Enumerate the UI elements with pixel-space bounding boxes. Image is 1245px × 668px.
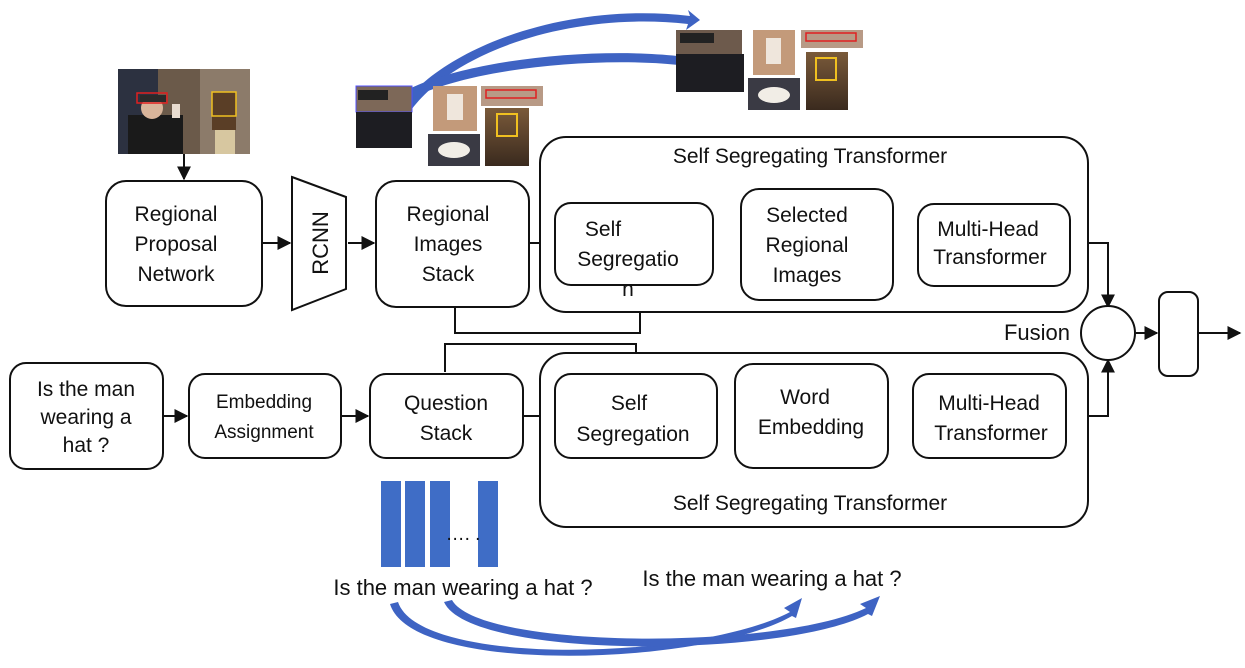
rpn-line2: Proposal (135, 233, 218, 256)
rpn-box: Regional Proposal Network (105, 180, 263, 307)
selected-line3: Images (773, 264, 842, 287)
question-line2: wearing a (39, 406, 131, 429)
rpn-line3: Network (137, 263, 215, 286)
sentence-right: Is the man wearing a hat ? (642, 566, 901, 591)
output-classifier-box (1158, 291, 1199, 377)
selected-line2: Regional (766, 234, 849, 257)
self-segregation-bottom-box: Self Segregation (554, 373, 718, 459)
embedding-assignment-box: Embedding Assignment (188, 373, 342, 459)
selected-regional-images-box: Selected Regional Images (740, 188, 894, 301)
question-input-box: Is the man wearing a hat ? (9, 362, 164, 470)
question-stack-line2: Stack (420, 422, 473, 445)
region-crops-left (355, 85, 543, 166)
token-embedding-bars: …. . (381, 481, 498, 567)
regional-stack-line3: Stack (422, 263, 475, 286)
regional-stack-line2: Images (414, 233, 483, 256)
regional-images-stack-box: Regional Images Stack (375, 180, 530, 308)
sst-bottom-title: Self Segregating Transformer (673, 492, 947, 515)
selected-line1: Selected (766, 204, 848, 227)
embedding-line2: Assignment (214, 422, 314, 443)
mht-top-line2: Transformer (933, 246, 1047, 269)
sentence-left: Is the man wearing a hat ? (333, 575, 592, 600)
question-stack-box: Question Stack (369, 373, 524, 459)
mht-top-box: Multi-Head Transformer (917, 203, 1071, 287)
top-flow-arrows (380, 10, 724, 148)
token-bar-2 (405, 481, 425, 567)
mht-bottom-line2: Transformer (934, 422, 1048, 445)
regional-stack-line1: Regional (407, 203, 490, 226)
self-segregation-top-box: Self Segregatio n (554, 202, 714, 301)
mht-top-line1: Multi-Head (937, 218, 1039, 241)
self-seg-top-line3: n (622, 278, 634, 301)
token-bar-4 (478, 481, 498, 567)
word-embedding-line2: Embedding (758, 416, 864, 439)
token-bar-3 (430, 481, 450, 567)
word-embedding-line1: Word (780, 386, 830, 409)
embedding-line1: Embedding (216, 392, 312, 413)
rcnn-label: RCNN (308, 211, 333, 275)
fusion-label: Fusion (1004, 320, 1070, 345)
mht-bottom-box: Multi-Head Transformer (912, 373, 1067, 459)
region-crops-right (676, 30, 863, 110)
self-seg-bottom-line2: Segregation (576, 423, 689, 446)
rcnn-trapezoid: RCNN (291, 175, 347, 312)
self-seg-bottom-line1: Self (611, 392, 647, 415)
sst-top-title: Self Segregating Transformer (673, 145, 947, 168)
bottom-flow-arrows (390, 596, 880, 656)
token-ellipsis: …. . (446, 524, 481, 545)
self-seg-top-line1: Self (585, 218, 621, 241)
question-line1: Is the man (37, 378, 135, 401)
token-bar-1 (381, 481, 401, 567)
input-photo (118, 69, 250, 154)
mht-bottom-line1: Multi-Head (938, 392, 1040, 415)
self-seg-top-line2: Segregatio (577, 248, 679, 271)
rpn-line1: Regional (135, 203, 218, 226)
question-line3: hat ? (63, 434, 110, 457)
fusion-node: Fusion (1004, 305, 1136, 361)
question-stack-line1: Question (404, 392, 488, 415)
word-embedding-box: Word Embedding (734, 363, 889, 469)
